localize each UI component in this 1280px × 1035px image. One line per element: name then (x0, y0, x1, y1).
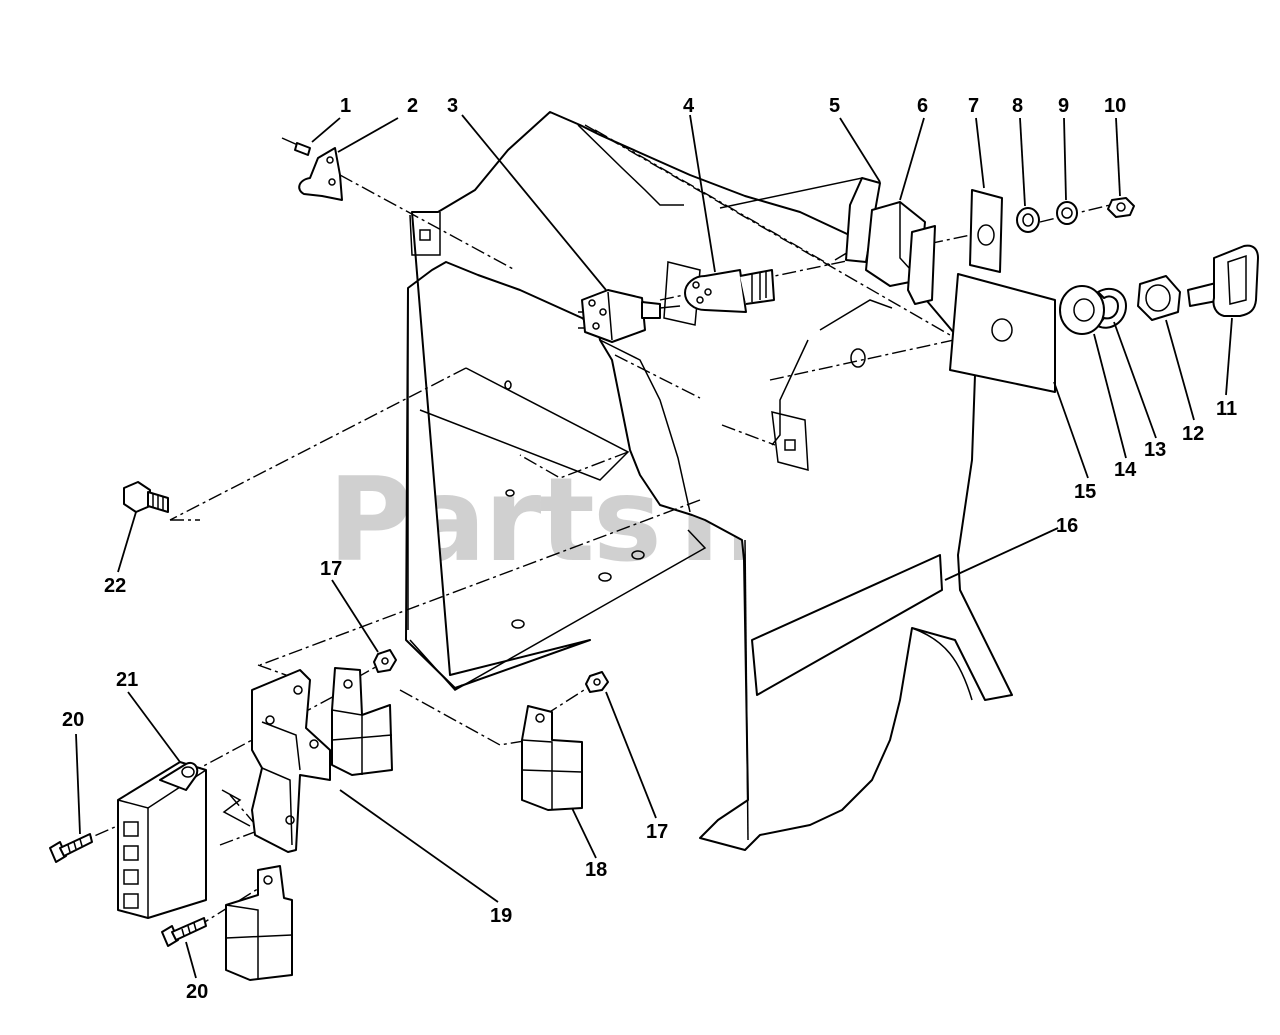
callout-6: 6 (917, 95, 928, 117)
callout-20-lower: 20 (186, 981, 208, 1003)
dash-panel (405, 111, 1013, 851)
part-18-relay (521, 705, 583, 811)
part-10-nut (1107, 197, 1135, 218)
part-17-nut-upper (373, 649, 397, 673)
callout-12: 12 (1182, 423, 1204, 445)
callout-17-right: 17 (646, 821, 668, 843)
callout-labels: 1 2 3 4 5 6 7 8 9 10 11 12 13 14 15 16 1… (62, 95, 1237, 1003)
callout-16: 16 (1056, 515, 1078, 537)
callout-14: 14 (1114, 459, 1137, 481)
part-2-bracket (298, 147, 343, 201)
callout-9: 9 (1058, 95, 1069, 117)
callout-18: 18 (585, 859, 607, 881)
callout-17-upper: 17 (320, 558, 342, 580)
callout-4: 4 (683, 95, 695, 117)
part-3-switch (578, 289, 681, 343)
part-7-plate (969, 189, 1003, 273)
callout-22: 22 (104, 575, 126, 597)
part-6-switch-housing (865, 201, 936, 305)
leader-lines (75, 114, 1233, 979)
part-14-washer (1059, 285, 1105, 335)
relay-upper (331, 667, 393, 776)
part-9-lock-washer (1056, 201, 1078, 225)
part-1-wire-connector (281, 137, 311, 156)
relay-lower (225, 865, 293, 981)
callout-11: 11 (1216, 398, 1237, 420)
part-12-hex-nut (1137, 275, 1181, 321)
callout-8: 8 (1012, 95, 1023, 117)
part-21-module (117, 761, 207, 919)
callout-13: 13 (1144, 439, 1166, 461)
part-17-nut-right (585, 671, 609, 693)
callout-2: 2 (407, 95, 418, 117)
part-13-split-washer (1097, 287, 1127, 329)
part-8-washer (1016, 207, 1040, 233)
callout-1: 1 (340, 95, 351, 117)
callout-7: 7 (968, 95, 979, 117)
part-11-key (1187, 244, 1259, 317)
callout-10: 10 (1104, 95, 1126, 117)
part-19-mount-bracket (221, 669, 331, 853)
part-20-screw-lower (161, 917, 207, 947)
callout-15: 15 (1074, 481, 1096, 503)
callout-20-upper: 20 (62, 709, 84, 731)
callout-19: 19 (490, 905, 512, 927)
callout-21: 21 (116, 669, 138, 691)
part-22-bolt (123, 481, 169, 513)
part-4-ignition-switch (684, 269, 775, 313)
callout-3: 3 (447, 95, 458, 117)
callout-5: 5 (829, 95, 840, 117)
part-20-screw-upper (49, 833, 93, 863)
part-15-decal-plate (949, 273, 1056, 393)
